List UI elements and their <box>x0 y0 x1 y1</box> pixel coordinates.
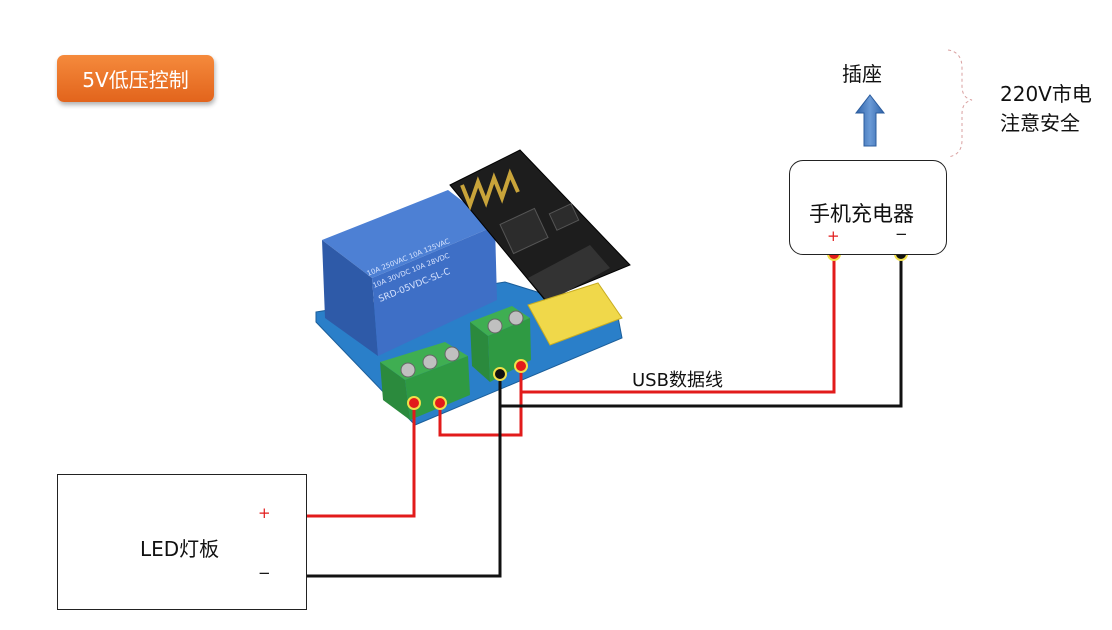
socket-label: 插座 <box>842 62 882 86</box>
screw-4 <box>487 318 503 334</box>
dot-relay-com <box>407 396 421 410</box>
black-wire-led-minus <box>283 374 502 578</box>
arrow-up-icon <box>854 94 886 147</box>
yellow-header <box>527 282 623 346</box>
brace-icon <box>947 49 973 158</box>
black-wire-usb-minus <box>500 254 903 408</box>
dot-vcc-minus <box>493 367 507 381</box>
led-label: LED灯板 <box>140 537 220 561</box>
dot-vcc-plus <box>514 359 528 373</box>
red-wire-relay-to-led <box>283 403 416 518</box>
relay-module: 10A 250VAC 10A 125VAC 10A 30VDC 10A 28VD… <box>315 149 631 426</box>
dot-relay-no <box>433 396 447 410</box>
pin-header <box>528 245 610 302</box>
terminal-left-side <box>405 356 470 420</box>
screw-3 <box>444 346 460 362</box>
terminal-right-side <box>488 318 531 382</box>
mains-line2: 注意安全 <box>1000 111 1080 135</box>
wires <box>283 254 903 578</box>
antenna-trace <box>460 168 520 211</box>
relay-top <box>322 190 495 278</box>
screw-5 <box>508 310 524 326</box>
charger-label: 手机充电器 <box>809 202 914 226</box>
charger-box <box>789 160 947 255</box>
charger-minus: − <box>895 225 908 243</box>
charger-plus: + <box>827 227 840 245</box>
red-wire-relay-bridge <box>438 366 523 437</box>
screw-1 <box>400 362 416 378</box>
terminal-left-front <box>380 362 410 420</box>
relay-front <box>322 240 378 356</box>
esp-flash <box>548 203 580 231</box>
terminal-right-front <box>470 322 490 382</box>
esp-chip <box>499 207 549 255</box>
led-plus: + <box>258 504 271 522</box>
led-panel-box <box>57 474 307 610</box>
led-minus: − <box>258 564 271 582</box>
relay-side <box>372 226 497 356</box>
control-badge: 5V低压控制 <box>57 55 214 102</box>
screw-2 <box>422 354 438 370</box>
usb-label: USB数据线 <box>632 370 723 391</box>
mains-line1: 220V市电 <box>1000 82 1092 106</box>
red-wire-usb-plus <box>521 254 836 394</box>
